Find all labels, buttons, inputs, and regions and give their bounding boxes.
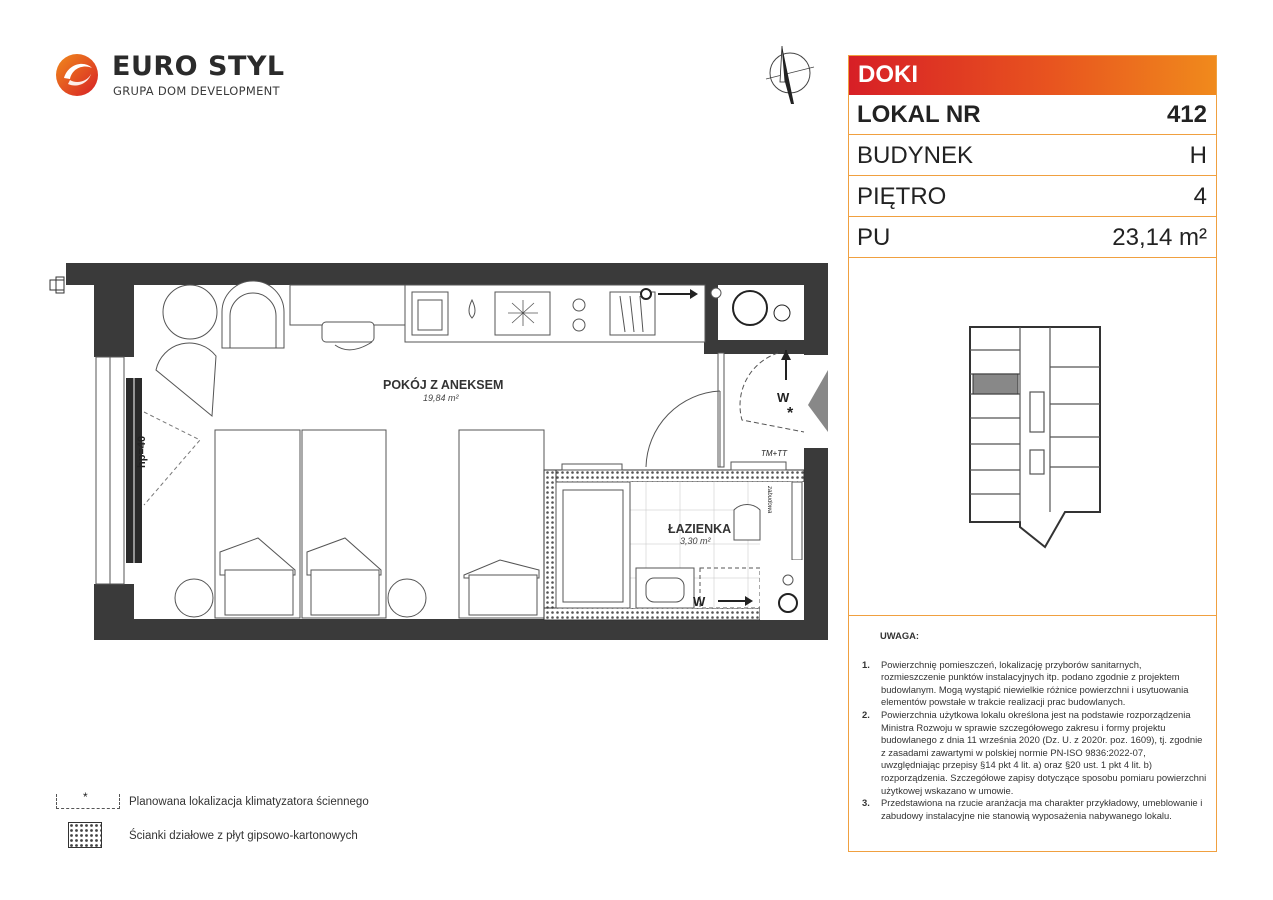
note-number: 3.: [862, 797, 870, 809]
zabudowa-label: zabudowa: [766, 486, 772, 514]
row-label: LOKAL NR: [857, 101, 981, 128]
note-text: Przedstawiona na rzucie aranżacja ma cha…: [881, 797, 1203, 821]
note-item: 2. Powierzchnia użytkowa lokalu określona…: [862, 709, 1207, 797]
logo-icon: [56, 54, 98, 96]
note-item: 1. Powierzchnię pomieszczeń, lokalizację …: [862, 659, 1207, 709]
tm-label: TM+TT: [761, 449, 787, 458]
panel-divider: [849, 615, 1216, 616]
vent-label-2: W: [693, 594, 706, 609]
legend-ac-icon: *: [56, 790, 120, 809]
row-value: 412: [1166, 101, 1207, 128]
legend-drywall-icon: [68, 822, 102, 848]
note-text: Powierzchnia użytkowa lokalu określona j…: [881, 708, 1207, 796]
room-name-living: POKÓJ Z ANEKSEM: [383, 378, 504, 392]
building-key-plan: [965, 322, 1105, 552]
legend-ac-symbol: *: [83, 790, 88, 804]
row-label: PU: [857, 224, 891, 251]
notes-title: UWAGA:: [880, 630, 920, 641]
info-panel: [848, 55, 1217, 852]
compass-icon: [760, 42, 820, 108]
legend-ac-text: Planowana lokalizacja klimatyzatora ście…: [129, 796, 369, 808]
notes: UWAGA: 1. Powierzchnię pomieszczeń, lokal…: [862, 630, 1207, 822]
room-name-bathroom: ŁAZIENKA: [668, 522, 732, 536]
note-number: 2.: [862, 708, 870, 720]
row-label: PIĘTRO: [857, 183, 947, 210]
legend-drywall-text: Ścianki działowe z płyt gipsowo-kartonow…: [129, 830, 358, 842]
row-label: BUDYNEK: [857, 142, 974, 169]
floor-plan: [40, 255, 840, 655]
note-text: Powierzchnię pomieszczeń, lokalizację pr…: [881, 658, 1189, 708]
logo: [54, 52, 102, 98]
row-value: 4: [1193, 183, 1207, 210]
row-value: 23,14 m²: [1112, 224, 1207, 251]
row-value: H: [1189, 142, 1207, 169]
room-area-bathroom: 3,30 m²: [680, 536, 711, 546]
vent-label-1: W: [777, 390, 790, 405]
brand-name: EURO STYL: [112, 51, 285, 82]
room-area-living: 19,84 m²: [423, 393, 459, 403]
ac-star-label: *: [787, 405, 794, 422]
investment-name: DOKI: [858, 61, 918, 88]
panel-header: DOKI: [849, 56, 1216, 95]
note-item: 3. Przedstawiona na rzucie aranżacja ma c…: [862, 797, 1207, 822]
window-height-label: hp=40: [136, 435, 148, 468]
note-number: 1.: [862, 658, 870, 670]
row-building: BUDYNEK H: [849, 136, 1216, 176]
row-unit-number: LOKAL NR 412: [849, 95, 1216, 135]
brand-subtitle: GRUPA DOM DEVELOPMENT: [113, 84, 280, 98]
row-floor: PIĘTRO 4: [849, 177, 1216, 217]
row-area: PU 23,14 m²: [849, 218, 1216, 258]
